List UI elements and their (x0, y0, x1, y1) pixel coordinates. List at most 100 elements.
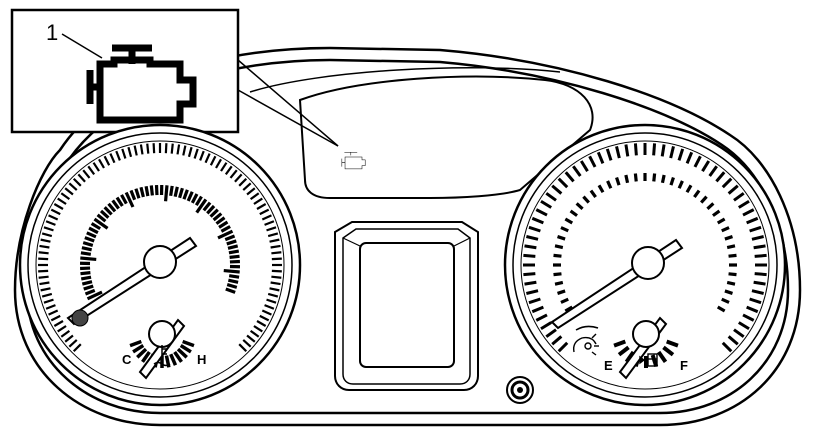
gauge-tick (226, 283, 238, 289)
temperature-cold-label: C (122, 352, 132, 367)
speedometer-outer-ticks (523, 143, 767, 353)
gauge-tick (195, 198, 208, 214)
gauge-tick (132, 344, 145, 354)
gauge-tick (633, 143, 638, 156)
gauge-tick (45, 220, 56, 226)
gauge-tick (82, 241, 94, 247)
gauge-tick (169, 185, 174, 197)
gauge-tick (589, 189, 597, 198)
gauge-tick (579, 160, 589, 172)
gauge-tick (701, 160, 711, 172)
gauge-tick (164, 143, 168, 154)
gauge-tick (84, 288, 96, 296)
gauge-tick (749, 297, 762, 305)
gauge-tick (615, 177, 621, 186)
gauge-tick (738, 321, 750, 331)
gauge-tick (662, 345, 675, 357)
gauge-tick (170, 143, 174, 154)
gauge-tick (256, 203, 267, 210)
gauge-tick (194, 195, 203, 206)
gauge-tick (554, 280, 564, 286)
fuel-hub (632, 320, 660, 348)
gauge-tick (86, 231, 97, 239)
gauge-tick (64, 334, 74, 343)
gauge-tick (617, 345, 630, 357)
warning-lamp-panel (298, 75, 594, 199)
gauge-tick (87, 165, 96, 176)
gauge-tick (553, 253, 562, 258)
instrument-dimmer-icon (572, 325, 599, 356)
gauge-tick (136, 347, 148, 359)
gauge-tick (41, 232, 53, 238)
gauge-tick (120, 194, 128, 205)
gauge-tick (68, 182, 78, 191)
gauge-tick (193, 148, 199, 159)
gauge-tick (564, 305, 574, 313)
gauge-tick (38, 275, 49, 279)
gauge-tick (176, 144, 181, 155)
gauge-tick (212, 212, 223, 222)
gauge-tick (178, 187, 184, 199)
gauge-tick (204, 153, 211, 164)
warning-lamp-panel-inner (249, 66, 561, 93)
center-display-screen (359, 242, 455, 368)
gauge-tick (569, 209, 578, 217)
gauge-tick (129, 189, 137, 201)
gauge-tick (141, 351, 151, 363)
gauge-tick (526, 235, 539, 241)
gauge-tick (209, 208, 219, 218)
gauge-tick (535, 208, 548, 217)
gauge-tick (753, 280, 766, 286)
gauge-tick (545, 328, 557, 338)
gauge-tick (80, 251, 92, 256)
gauge-tick (269, 238, 280, 243)
gauge-tick (270, 244, 281, 249)
gauge-tick (38, 257, 49, 261)
gauge-tick (733, 328, 745, 338)
gauge-tick (144, 185, 150, 197)
gauge-tick (80, 271, 91, 276)
gauge-tick (48, 214, 59, 221)
gauge-tick (242, 182, 252, 191)
gauge-tick (540, 199, 552, 209)
gauge-tick (669, 177, 675, 186)
gauge-tick (531, 216, 544, 225)
check-engine-lamp-icon (341, 151, 366, 170)
gauge-tick (721, 341, 733, 353)
gauge-tick (560, 297, 569, 304)
gauge-tick (215, 158, 222, 169)
gauge-tick (557, 235, 566, 241)
gauge-tick (103, 206, 113, 216)
gauge-tick (93, 217, 109, 230)
fuel-full-label: F (680, 358, 688, 373)
gauge-tick (134, 188, 141, 199)
gauge-tick (650, 354, 659, 368)
gauge-tick (726, 244, 736, 250)
gauge-tick (124, 191, 135, 208)
gauge-tick (163, 185, 169, 202)
fuel-empty-label: E (604, 358, 613, 373)
gauge-tick (121, 148, 127, 159)
fuel-pump-icon (639, 353, 658, 367)
gauge-tick (206, 204, 216, 215)
gauge-tick (38, 269, 49, 273)
gauge-tick (270, 281, 281, 286)
gauge-tick (139, 186, 145, 198)
gauge-tick (656, 350, 668, 363)
trip-reset-knob[interactable] (506, 376, 534, 404)
gauge-tick (149, 185, 154, 196)
gauge-tick (753, 244, 766, 250)
gauge-tick (712, 209, 721, 217)
gauge-tick (526, 289, 539, 295)
gauge-tick (271, 275, 282, 279)
callout-box: 1 (10, 8, 339, 147)
gauge-tick (728, 253, 737, 258)
gauge-tick (111, 199, 120, 210)
gauge-tick (253, 325, 263, 333)
gauge-tick (535, 313, 548, 322)
gauge-tick (229, 169, 238, 179)
gauge-tick (173, 186, 179, 198)
gauge-tick (742, 313, 755, 322)
gauge-tick (81, 246, 93, 252)
gauge-tick (582, 195, 590, 204)
